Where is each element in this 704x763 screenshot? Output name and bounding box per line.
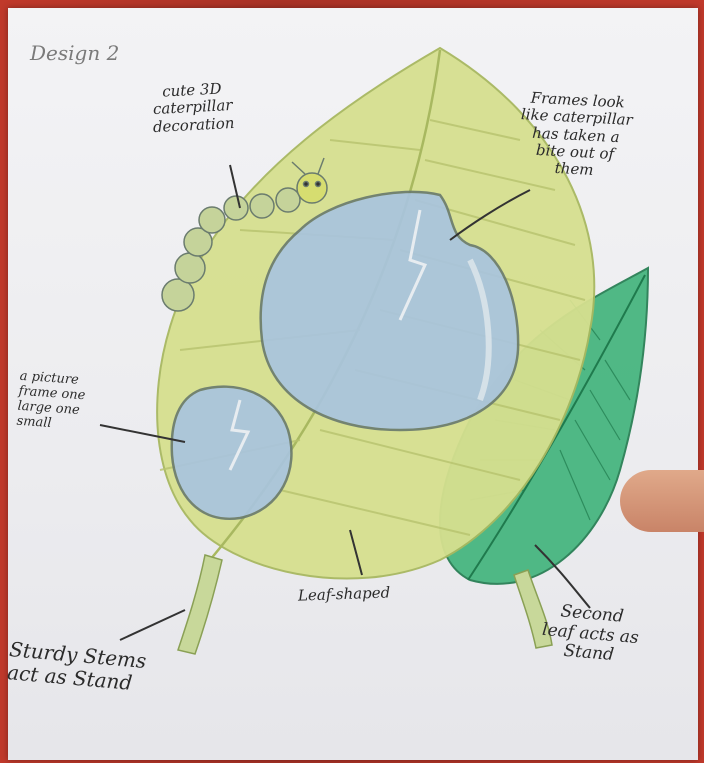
left-stem xyxy=(178,555,222,654)
design-title: Design 2 xyxy=(30,42,119,65)
annotation-picture-frame: a picture frame one large one small xyxy=(16,370,87,434)
annotation-second-leaf: Second leaf acts as Stand xyxy=(540,601,642,668)
thumb xyxy=(620,470,704,532)
annotation-caterpillar: cute 3D caterpillar decoration xyxy=(151,80,235,136)
small-frame xyxy=(172,387,292,519)
annotation-frames: Frames look like caterpillar has taken a… xyxy=(518,89,634,181)
annotation-leaf-shaped: Leaf-shaped xyxy=(298,584,391,604)
